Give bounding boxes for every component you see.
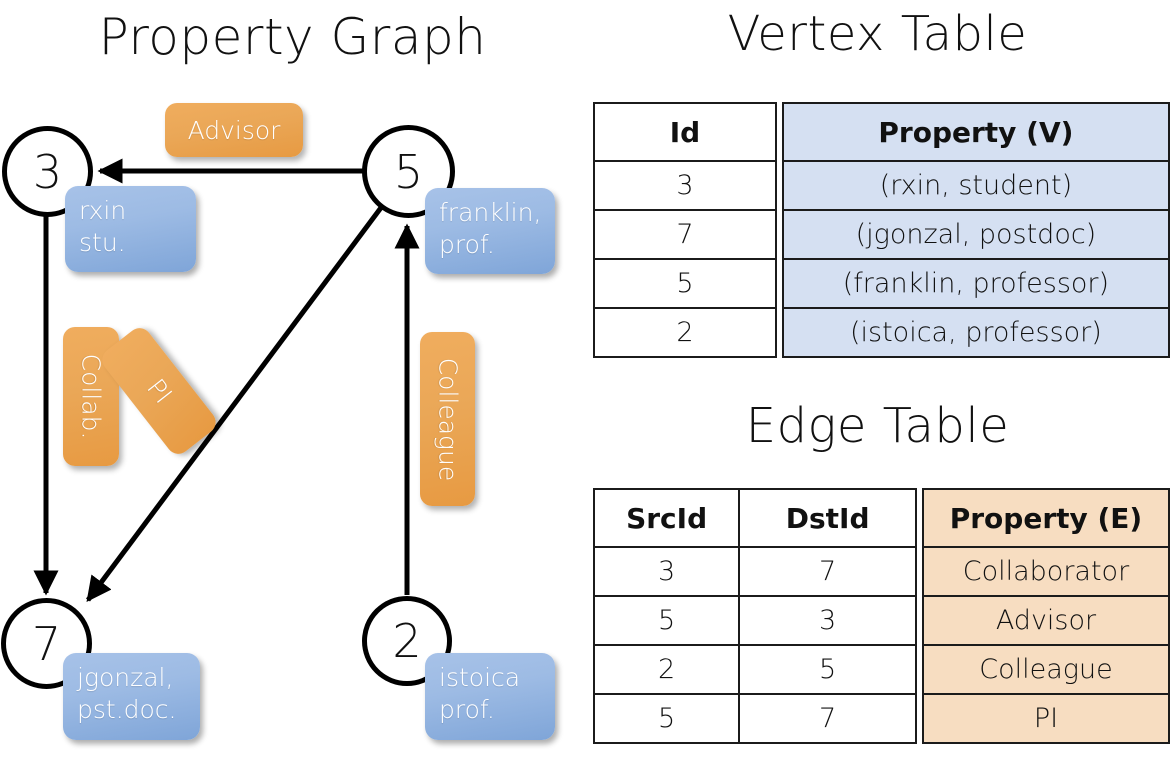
node-property-box-2-line1: istoica [439,663,521,692]
table-row: 2 (istoica, professor) [593,307,1170,358]
table-row: 3 7 Collaborator [592,546,1170,597]
edge-table-column-gap [916,645,923,694]
edge-row-1-src: 5 [592,595,741,646]
vertex-table-column-gap [775,210,783,259]
table-row: 2 5 Colleague [592,644,1170,695]
edge-row-2-property: Colleague [921,644,1170,695]
vertex-row-1-property: (jgonzal, postdoc) [781,209,1170,260]
edge-row-1-property: Advisor [921,595,1170,646]
graph-node-3-id: 3 [32,144,63,199]
edge-row-3-src: 5 [592,693,741,744]
edge-5-to-7 [85,203,386,603]
node-property-box-3-line2: stu. [79,228,126,257]
node-property-box-7: jgonzal, pst.doc. [63,653,200,740]
node-property-box-5-line1: franklin, [439,198,542,227]
node-property-box-3: rxin stu. [65,186,196,272]
page-title-edge-table: Edge Table [745,398,1010,454]
graph-node-2-id: 2 [392,614,422,668]
edge-row-2-dst: 5 [738,644,918,695]
page-title-property-graph: Property Graph [98,8,487,66]
edge-label-colleague-text: Colleague [433,357,463,481]
graph-node-7-id: 7 [31,616,62,671]
node-property-box-3-line1: rxin [79,196,127,225]
vertex-row-3-id: 2 [593,307,777,358]
edge-table-column-gap [916,694,923,743]
node-property-box-7-line1: jgonzal, [77,663,174,692]
vertex-row-3-property: (istoica, professor) [781,307,1170,358]
edge-table-header-property: Property (E) [921,488,1170,548]
table-row: 3 (rxin, student) [593,160,1170,211]
edge-row-0-src: 3 [592,546,741,597]
edge-row-2-src: 2 [592,644,741,695]
edge-table-header-srcid: SrcId [592,488,741,548]
node-property-box-7-line2: pst.doc. [77,695,177,724]
table-row: 5 7 PI [592,693,1170,744]
edge-table-column-gap [916,547,923,596]
vertex-table-header-property: Property (V) [781,102,1170,162]
edge-row-3-dst: 7 [738,693,918,744]
edge-label-advisor: Advisor [165,103,303,157]
vertex-row-1-id: 7 [593,209,777,260]
vertex-table-column-gap [775,161,783,210]
node-property-box-2: istoica prof. [425,653,555,740]
vertex-table: Id Property (V) 3 (rxin, student) 7 (jgo… [593,102,1170,358]
graph-node-5-id: 5 [393,144,424,199]
vertex-row-0-id: 3 [593,160,777,211]
table-row: 7 (jgonzal, postdoc) [593,209,1170,260]
vertex-table-column-gap [775,259,783,308]
node-property-box-2-line2: prof. [439,695,495,724]
vertex-row-0-property: (rxin, student) [781,160,1170,211]
edge-table-header-row: SrcId DstId Property (E) [592,488,1170,548]
page-title-vertex-table: Vertex Table [727,6,1028,62]
edge-row-0-dst: 7 [738,546,918,597]
edge-table-header-dstid: DstId [738,488,918,548]
table-row: 5 (franklin, professor) [593,258,1170,309]
edge-row-0-property: Collaborator [921,546,1170,597]
edge-row-1-dst: 3 [738,595,918,646]
edge-label-pi-text: PI [140,373,178,409]
vertex-table-header-id: Id [593,102,777,162]
edge-table: SrcId DstId Property (E) 3 7 Collaborato… [592,488,1170,744]
edge-label-advisor-text: Advisor [187,115,281,145]
graph-edges-layer [33,158,420,603]
edge-row-3-property: PI [921,693,1170,744]
table-row: 5 3 Advisor [592,595,1170,646]
edge-label-collab-text: Collab. [76,353,106,440]
node-property-box-5-line2: prof. [439,230,495,259]
vertex-row-2-property: (franklin, professor) [781,258,1170,309]
edge-label-colleague: Colleague [420,332,475,506]
vertex-table-header-row: Id Property (V) [593,102,1170,162]
vertex-row-2-id: 5 [593,258,777,309]
edge-table-column-gap [916,596,923,645]
edge-table-column-gap [916,489,923,547]
vertex-table-column-gap [775,103,783,161]
vertex-table-column-gap [775,308,783,357]
node-property-box-5: franklin, prof. [425,188,555,274]
